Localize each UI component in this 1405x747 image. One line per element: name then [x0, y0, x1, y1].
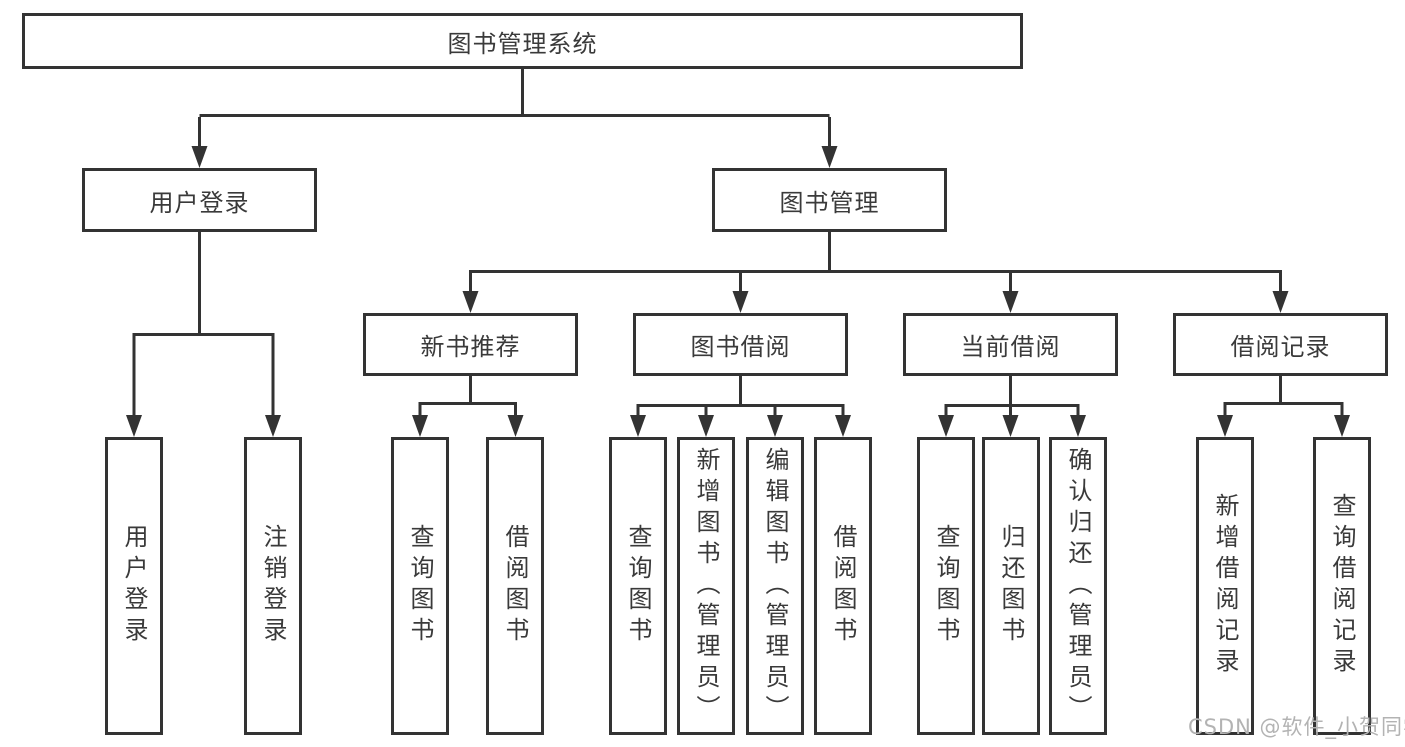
arrowheads-borrowrec-to-leaves: [1217, 415, 1350, 437]
connector-userlogin-to-leaves: [132, 232, 275, 419]
leaf-query-books-current: 查询图书: [917, 437, 975, 735]
leaf-query-borrow-record-label: 查询借阅记录: [1328, 493, 1356, 679]
csdn-watermark: CSDN @软件_小贺同学: [1188, 715, 1405, 739]
connector-bookmgmt-to-level3: [469, 232, 1282, 295]
arrowheads-curborrow-to-leaves: [938, 415, 1086, 437]
leaf-edit-books-admin: 编辑图书（管理员）: [746, 437, 804, 735]
leaf-query-books-recommend-label: 查询图书: [406, 524, 434, 648]
leaf-confirm-return-admin: 确认归还（管理员）: [1049, 437, 1107, 735]
leaf-logout: 注销登录: [244, 437, 302, 735]
leaf-add-books-admin: 新增图书（管理员）: [677, 437, 735, 735]
node-user-login: 用户登录: [82, 168, 317, 232]
leaf-edit-books-admin-label: 编辑图书（管理员）: [761, 446, 789, 726]
leaf-return-books-label: 归还图书: [997, 524, 1025, 648]
leaf-logout-label: 注销登录: [259, 524, 287, 648]
leaf-query-borrow-record: 查询借阅记录: [1313, 437, 1371, 735]
leaf-return-books: 归还图书: [982, 437, 1040, 735]
leaf-query-books-current-label: 查询图书: [932, 524, 960, 648]
leaf-add-books-admin-label: 新增图书（管理员）: [692, 446, 720, 726]
leaf-borrow-books-label: 借阅图书: [829, 524, 857, 648]
node-book-management: 图书管理: [712, 168, 947, 232]
node-borrow-records: 借阅记录: [1173, 313, 1388, 376]
leaf-query-books-borrow: 查询图书: [609, 437, 667, 735]
node-root-system: 图书管理系统: [22, 13, 1023, 69]
leaf-user-login-label: 用户登录: [120, 524, 148, 648]
leaf-add-borrow-record: 新增借阅记录: [1196, 437, 1254, 735]
leaf-query-books-recommend: 查询图书: [391, 437, 449, 735]
leaf-confirm-return-admin-label: 确认归还（管理员）: [1064, 446, 1092, 726]
connector-bookborrow-to-leaves: [636, 376, 845, 419]
arrowheads-bookmgmt-to-level3: [462, 291, 1289, 313]
node-user-login-label: 用户登录: [149, 188, 250, 217]
connector-curborrow-to-leaves: [944, 376, 1080, 419]
arrowheads-userlogin-to-leaves: [126, 415, 281, 437]
leaf-borrow-books-recommend: 借阅图书: [486, 437, 544, 735]
arrowheads-newbookrec-to-leaves: [412, 415, 524, 437]
node-root-system-label: 图书管理系统: [447, 29, 598, 58]
node-book-management-label: 图书管理: [779, 188, 880, 217]
node-current-borrow-label: 当前借阅: [960, 333, 1061, 361]
leaf-query-books-borrow-label: 查询图书: [624, 524, 652, 648]
arrowheads-bookborrow-to-leaves: [630, 415, 851, 437]
node-new-book-recommend: 新书推荐: [363, 313, 578, 376]
node-current-borrow: 当前借阅: [903, 313, 1118, 376]
leaf-add-borrow-record-label: 新增借阅记录: [1211, 493, 1239, 679]
connector-newbookrec-to-leaves: [418, 376, 517, 419]
arrowheads-root-to-level2: [191, 146, 838, 168]
leaf-user-login: 用户登录: [105, 437, 163, 735]
leaf-borrow-books: 借阅图书: [814, 437, 872, 735]
node-new-book-recommend-label: 新书推荐: [420, 333, 521, 361]
leaf-borrow-books-recommend-label: 借阅图书: [501, 524, 529, 648]
node-borrow-records-label: 借阅记录: [1230, 333, 1331, 361]
node-book-borrow-label: 图书借阅: [690, 333, 791, 361]
connector-borrowrec-to-leaves: [1223, 376, 1344, 419]
connector-root-to-level2: [198, 69, 831, 150]
node-book-borrow: 图书借阅: [633, 313, 848, 376]
